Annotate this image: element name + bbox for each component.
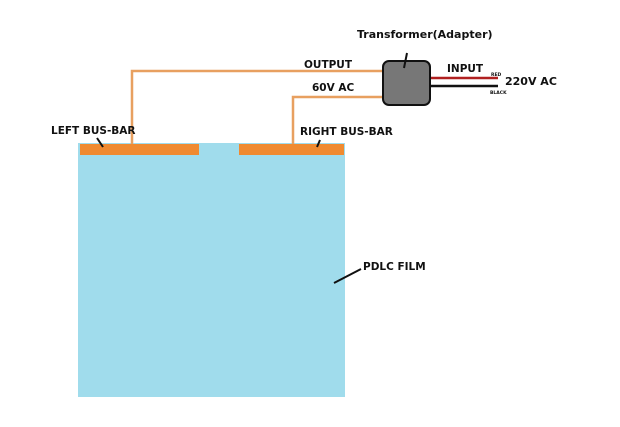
transformer-box	[382, 60, 431, 106]
transformer-leader-line	[403, 52, 408, 69]
output-label: OUTPUT	[304, 59, 353, 71]
input-label: INPUT	[447, 63, 484, 75]
film-label: PDLC FILM	[363, 261, 426, 273]
right-busbar	[239, 144, 344, 155]
film-leader-line	[333, 268, 362, 284]
left-busbar-leader-line	[96, 137, 104, 148]
left-busbar	[80, 144, 199, 155]
output-wire-left	[130, 69, 383, 144]
output-voltage-label: 60V AC	[312, 82, 355, 94]
transformer-label: Transformer(Adapter)	[357, 28, 493, 41]
black-wire-label: BLACK	[490, 90, 507, 96]
red-wire-label: RED	[491, 72, 502, 78]
input-voltage-label: 220V AC	[505, 75, 557, 88]
pdlc-film	[78, 143, 345, 397]
right-busbar-label: RIGHT BUS-BAR	[300, 126, 393, 138]
output-wire-right	[291, 95, 383, 144]
right-busbar-leader-line	[316, 139, 321, 148]
left-busbar-label: LEFT BUS-BAR	[51, 125, 136, 137]
